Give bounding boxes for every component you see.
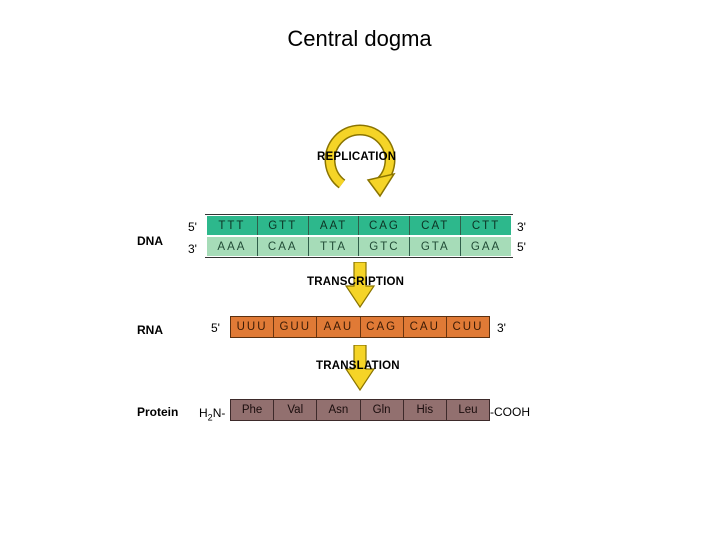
protein-label: Protein [137, 405, 179, 419]
rna-codon: CAG [361, 317, 404, 337]
page-title: Central dogma [287, 26, 432, 51]
amino-acid-residue: Asn [317, 400, 361, 420]
dna-top-codon: CTT [471, 219, 501, 232]
replication-cycle-arrow-icon [324, 124, 396, 198]
dna-top-codon: TTT [207, 216, 258, 235]
transcription-arrow-icon [344, 262, 376, 309]
amino-acid-residue: Phe [231, 400, 275, 420]
amino-acid-residue: Leu [458, 404, 478, 416]
rna-strand: UUU GUU AAU CAG CAU CUU [230, 316, 490, 338]
rna-label: RNA [137, 323, 163, 337]
dna-bottom-codon: GAA [470, 240, 502, 253]
dna-bottom-codon: AAA [207, 237, 258, 256]
dna-top-right-end: 3' [517, 220, 526, 234]
rna-codon: CUU [452, 321, 484, 333]
rna-codon: GUU [274, 317, 318, 337]
n-terminus-h: H [199, 406, 208, 420]
dna-bottom-codon: GTA [410, 237, 462, 256]
protein-c-terminus: -COOH [490, 405, 530, 419]
rna-left-end: 5' [211, 321, 220, 335]
n-terminus-rest: N- [212, 406, 226, 420]
dna-backbone-line-top [205, 214, 513, 215]
dna-bottom-codon: GTC [359, 237, 411, 256]
dna-top-codon: AAT [309, 216, 360, 235]
protein-n-terminus: H2N- [199, 406, 225, 422]
transcription-label: TRANSCRIPTION [307, 276, 405, 288]
translation-label: TRANSLATION [316, 360, 400, 372]
dna-bottom-codon: TTA [309, 237, 360, 256]
rna-right-end: 3' [497, 321, 506, 335]
dna-top-codon: CAG [359, 216, 411, 235]
dna-bottom-codon: CAA [258, 237, 309, 256]
dna-bottom-left-end: 3' [188, 242, 197, 256]
dna-top-strand: TTT GTT AAT CAG CAT CTT [207, 216, 511, 235]
amino-acid-residue: His [404, 400, 447, 420]
dna-bottom-strand: AAA CAA TTA GTC GTA GAA [207, 237, 511, 256]
rna-codon: AAU [317, 317, 361, 337]
dna-top-codon: GTT [258, 216, 309, 235]
dna-label: DNA [137, 234, 163, 248]
rna-codon: CAU [404, 317, 447, 337]
rna-codon: UUU [231, 317, 275, 337]
dna-top-left-end: 5' [188, 220, 197, 234]
translation-arrow-icon [344, 345, 376, 392]
protein-chain: Phe Val Asn Gln His Leu [230, 399, 490, 421]
dna-backbone-line-bottom [205, 257, 513, 258]
amino-acid-residue: Gln [361, 400, 404, 420]
n-terminus-subscript: 2 [207, 412, 213, 423]
replication-label: REPLICATION [317, 151, 397, 163]
amino-acid-residue: Val [274, 400, 318, 420]
dna-top-codon: CAT [410, 216, 462, 235]
dna-bottom-right-end: 5' [517, 240, 526, 254]
